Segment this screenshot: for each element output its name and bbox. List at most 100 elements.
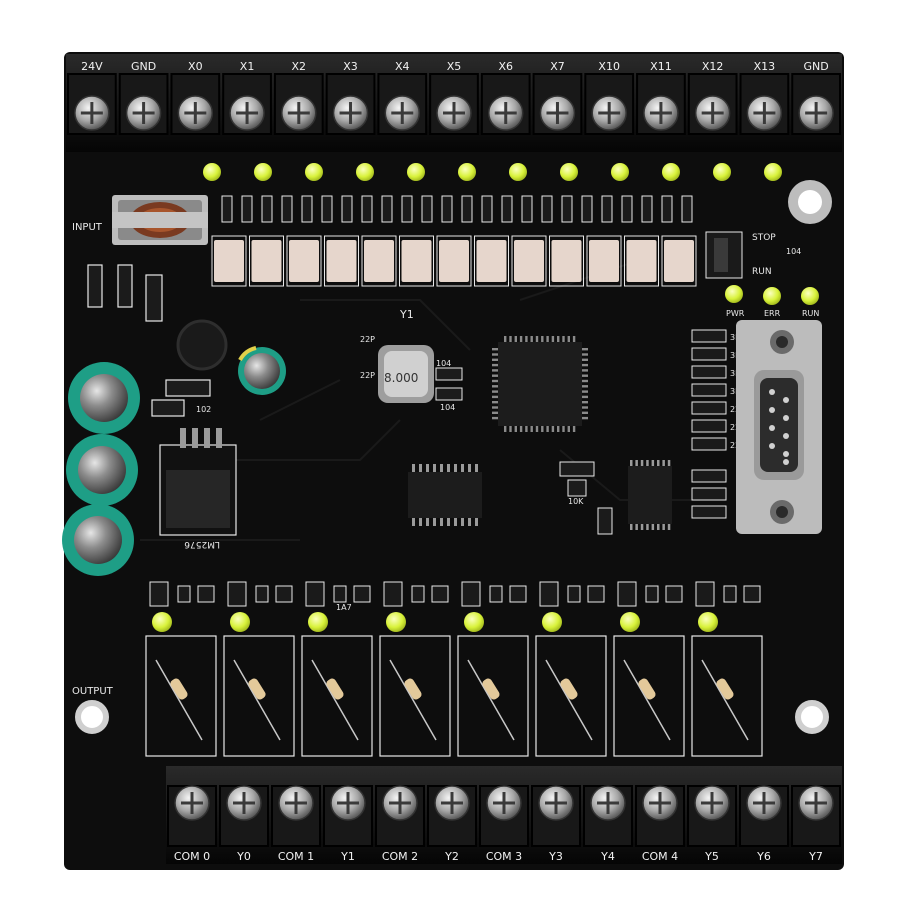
serial-ic-pin [657, 524, 660, 530]
mcu-pin [582, 369, 588, 372]
mcu-pin [492, 416, 498, 420]
optocoupler-outline [361, 235, 397, 287]
mcu-pin [582, 406, 588, 409]
output-relay-outline [457, 635, 529, 757]
bottom-terminal-label: Y0 [236, 850, 251, 863]
serial-ic-pin [646, 524, 649, 530]
serial-ic-pin [667, 524, 671, 530]
output-smd [587, 585, 605, 603]
side-resistor [691, 437, 727, 451]
optocoupler [214, 240, 244, 282]
side-resistor-code: 22 [730, 441, 740, 450]
input-resistor [641, 195, 653, 223]
switch-label-run: RUN [752, 267, 772, 277]
optocoupler-outline [474, 235, 509, 287]
output-relay-outline [301, 635, 373, 757]
optocoupler-outline [249, 235, 284, 287]
output-relay-outline [145, 635, 217, 757]
bottom-terminal-label: Y1 [340, 850, 355, 863]
mcu-pin [551, 336, 555, 342]
top-terminal-label: GND [804, 60, 829, 73]
driver-pin [454, 464, 457, 472]
mcu-pin [535, 426, 539, 432]
status-label-err: ERR [764, 309, 781, 318]
output-smd [567, 585, 581, 603]
output-smd [539, 581, 559, 607]
serial-ic-pin [635, 460, 638, 466]
mcu-pin [562, 336, 565, 342]
optocoupler [326, 240, 357, 282]
input-resistor [661, 195, 673, 223]
bottom-terminal-label: COM 4 [642, 850, 678, 863]
mcu-pin [530, 426, 533, 432]
resistor-code-2: 102 [196, 405, 211, 414]
mcu-pin [567, 336, 570, 342]
input-resistor [381, 195, 393, 223]
mcu-pin [492, 353, 498, 356]
output-resistor-lead [155, 659, 203, 741]
optocoupler-outline [549, 235, 584, 287]
output-smd [149, 581, 169, 607]
top-terminal-label: X2 [292, 60, 307, 73]
bottom-terminal-label: COM 3 [486, 850, 522, 863]
top-terminal-label: X7 [550, 60, 565, 73]
mcu-pin [504, 336, 507, 342]
side-resistor [691, 365, 727, 379]
driver-pin [475, 518, 478, 526]
output-smd [665, 585, 683, 603]
output-smd [177, 585, 191, 603]
output-smd [723, 585, 737, 603]
mcu-pin [557, 426, 560, 432]
output-resistor [170, 678, 188, 700]
input-resistor [481, 195, 493, 223]
input-led [305, 163, 323, 181]
mcu-pin [582, 395, 588, 399]
mcu-pin [582, 363, 588, 367]
driver-pin [461, 518, 464, 526]
mcu-pin [492, 358, 498, 361]
input-resistor [581, 195, 593, 223]
status-label-run: RUN [802, 309, 819, 318]
bottom-terminal-label: Y3 [548, 850, 563, 863]
output-resistor [638, 678, 656, 700]
input-resistor [401, 195, 413, 223]
driver-pin [433, 518, 436, 526]
small-capacitor [238, 346, 286, 395]
driver-pin [475, 464, 478, 472]
top-terminal-label: X10 [598, 60, 620, 73]
mcu-pin [514, 426, 517, 432]
top-terminal-label: X0 [188, 60, 203, 73]
top-terminal-label: X3 [343, 60, 358, 73]
output-resistor [716, 678, 734, 700]
input-resistor [681, 195, 693, 223]
driver-pin [433, 464, 436, 472]
output-smd [255, 585, 269, 603]
serial-ic-pin [630, 524, 633, 530]
mcu-pin [519, 336, 523, 342]
top-terminal-label: X11 [650, 60, 672, 73]
serial-ic-pin [662, 460, 665, 466]
serial-ic-pin [662, 524, 665, 530]
crystal [378, 345, 434, 403]
output-resistor-lead [545, 659, 593, 741]
mcu-pin [492, 411, 498, 414]
input-led [509, 163, 527, 181]
mcu-pin [582, 401, 588, 404]
input-led [458, 163, 476, 181]
driver-pin [426, 464, 429, 472]
input-resistor [341, 195, 353, 223]
output-label: OUTPUT [72, 686, 114, 697]
mcu-pin [525, 426, 528, 432]
driver-pin [412, 518, 415, 526]
bottom-terminal-label: Y7 [808, 850, 823, 863]
mcu-pin [572, 336, 576, 342]
output-led [542, 612, 562, 632]
optocoupler-outline [586, 235, 622, 287]
input-resistor [501, 195, 513, 223]
mcu-pin [492, 363, 498, 367]
side-resistor [691, 419, 727, 433]
output-smd-row [149, 581, 761, 607]
mcu-pin [525, 336, 528, 342]
output-smd [509, 585, 527, 603]
